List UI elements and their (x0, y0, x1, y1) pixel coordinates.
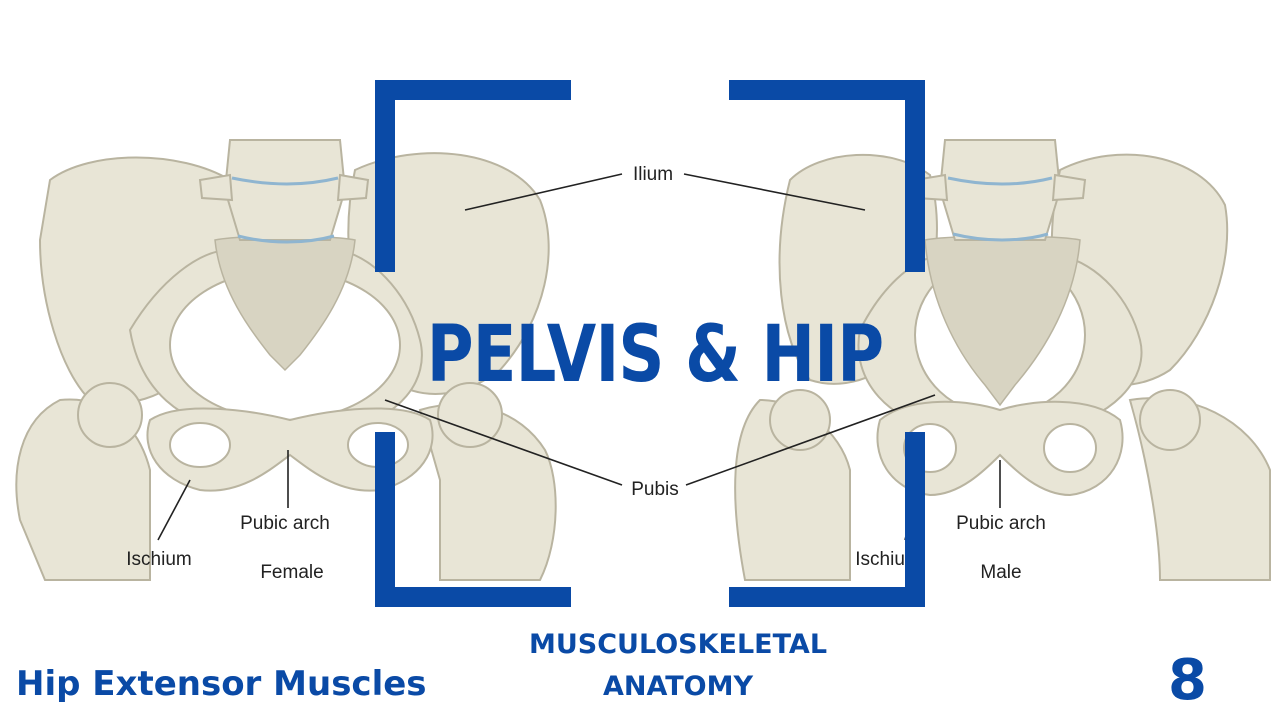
female-transverse-process-right (198, 173, 234, 202)
male-disc-upper (947, 176, 1053, 186)
ischium-leader-female (157, 479, 191, 541)
male-ischium-label: Ischium (855, 549, 920, 570)
male-pelvis (734, 139, 1271, 581)
male-left-obturator (1043, 423, 1097, 473)
female-disc-upper (231, 176, 339, 186)
pubis-label: Pubis (631, 479, 679, 500)
male-right-femoral-head (769, 389, 831, 451)
bracket-top-right (729, 80, 925, 272)
male-transverse-process-left (1051, 173, 1087, 202)
male-left-femoral-head (1139, 389, 1201, 451)
main-title: PELVIS & HIP (426, 310, 884, 400)
subtitle-line-1: MUSCULOSKELETAL (528, 629, 828, 660)
female-caption: Female (260, 562, 323, 583)
male-disc-lower (952, 232, 1049, 242)
ilium-leader-male (683, 173, 866, 211)
female-right-obturator (169, 422, 231, 468)
subtitle: MUSCULOSKELETAL ANATOMY (500, 624, 856, 708)
pubis-leader-female (384, 399, 623, 486)
female-ischium-label: Ischium (126, 549, 191, 570)
bracket-bottom-right (729, 432, 925, 607)
female-transverse-process-left (336, 173, 370, 202)
female-pubic-arch-label: Pubic arch (240, 513, 330, 534)
female-vertebra (223, 139, 347, 241)
male-vertebra (938, 139, 1062, 241)
bracket-bottom-left (375, 432, 571, 607)
series-title: Hip Extensor Muscles (16, 664, 427, 704)
episode-number: 8 (1168, 648, 1207, 713)
female-right-femoral-head (77, 382, 143, 448)
female-disc-lower (237, 234, 335, 244)
male-pubic-arch-label: Pubic arch (956, 513, 1046, 534)
female-left-femoral-head (437, 382, 503, 448)
subtitle-line-2: ANATOMY (602, 671, 754, 702)
bracket-top-left (375, 80, 571, 272)
pubis-leader-male (685, 394, 936, 486)
male-caption: Male (980, 562, 1021, 583)
ilium-label: Ilium (633, 164, 673, 185)
ilium-leader-female (464, 173, 623, 211)
